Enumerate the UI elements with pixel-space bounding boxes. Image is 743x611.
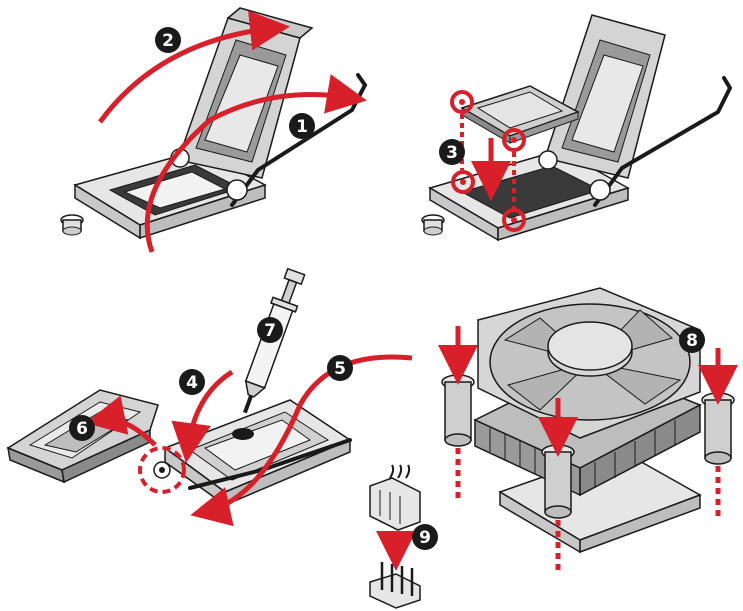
step-badge-9: 9 xyxy=(412,524,438,550)
svg-text:2: 2 xyxy=(162,31,174,51)
panel-place-cpu xyxy=(421,14,733,242)
svg-text:6: 6 xyxy=(76,419,88,439)
svg-text:3: 3 xyxy=(446,143,458,163)
panel-fan-connector xyxy=(369,464,421,609)
hinge-icon xyxy=(589,179,611,201)
arrow-step-6 xyxy=(85,395,157,447)
hinge-icon xyxy=(226,179,248,201)
arrow-step-4 xyxy=(171,369,234,463)
panel-open-socket xyxy=(60,7,368,253)
socket-cap-icon xyxy=(60,214,84,236)
step-badge-1: 1 xyxy=(289,113,315,139)
svg-text:1: 1 xyxy=(296,117,308,137)
hinge-icon xyxy=(538,150,558,170)
step-badge-3: 3 xyxy=(439,139,465,165)
step-badge-5: 5 xyxy=(327,355,353,381)
arrow-step-1 xyxy=(144,74,367,253)
step-badge-7: 7 xyxy=(257,317,283,343)
panel-close-socket xyxy=(6,267,413,527)
step-badge-8: 8 xyxy=(679,327,705,353)
fan-connector-icon xyxy=(369,464,421,531)
step-badge-2: 2 xyxy=(155,27,181,53)
step-badge-6: 6 xyxy=(69,415,95,441)
push-pin-icon xyxy=(701,392,735,465)
arrow-step-5 xyxy=(190,354,413,527)
retention-screw-icon xyxy=(138,446,186,494)
thermal-paste-dot xyxy=(232,428,254,440)
panel-cooler xyxy=(438,287,738,575)
svg-text:9: 9 xyxy=(419,528,431,548)
svg-text:8: 8 xyxy=(686,331,698,351)
push-pin-icon xyxy=(541,444,575,519)
svg-text:4: 4 xyxy=(186,373,198,393)
arrow-step-2 xyxy=(97,10,290,124)
socket-lever-icon xyxy=(593,76,733,207)
cpu-chip-icon xyxy=(460,85,580,144)
push-pin-icon xyxy=(441,374,475,447)
push-pin-icon xyxy=(421,214,445,236)
cpu-cooler-icon xyxy=(477,287,701,439)
load-plate-icon xyxy=(544,14,666,179)
svg-text:5: 5 xyxy=(334,359,346,379)
step-badge-4: 4 xyxy=(179,369,205,395)
svg-text:7: 7 xyxy=(264,321,276,341)
header-pins-icon xyxy=(369,562,421,609)
